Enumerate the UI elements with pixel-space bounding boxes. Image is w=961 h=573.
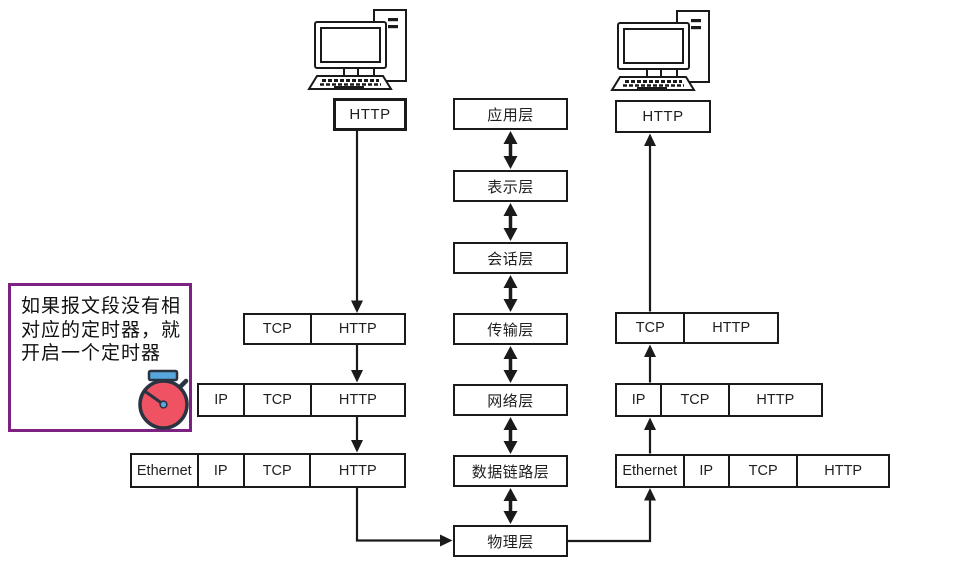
right-frame-row-ethernet: Ethernet IP TCP HTTP	[615, 454, 890, 488]
left-frame-row-ip: IP TCP HTTP	[197, 383, 406, 417]
protocol-cell-http: HTTP	[338, 462, 377, 479]
protocol-cell-tcp: TCP	[617, 314, 686, 342]
stopwatch-icon	[138, 369, 189, 430]
protocol-cell-http: HTTP	[824, 463, 863, 479]
osi-layer-datalink: 数据链路层	[453, 455, 568, 487]
protocol-cell-ip: IP	[685, 456, 730, 486]
left-frame-row-ethernet: Ethernet IP TCP HTTP	[130, 453, 406, 488]
left-down-arrows	[351, 131, 453, 547]
protocol-cell-http: HTTP	[338, 321, 377, 337]
protocol-cell-tcp: TCP	[730, 456, 799, 486]
protocol-cell-ip: IP	[199, 385, 246, 415]
protocol-cell-tcp: TCP	[245, 315, 312, 343]
protocol-cell-http: HTTP	[338, 392, 377, 408]
left-http-box: HTTP	[333, 98, 407, 131]
protocol-cell-tcp: TCP	[245, 455, 312, 486]
osi-layer-network: 网络层	[453, 384, 568, 416]
right-up-arrows	[567, 133, 656, 543]
right-frame-row-ip: IP TCP HTTP	[615, 383, 823, 417]
timer-note-text: 如果报文段没有相对应的定时器，就开启一个定时器	[21, 295, 182, 364]
osi-layer-transport: 传输层	[453, 313, 568, 345]
osi-double-arrows	[503, 131, 518, 524]
protocol-cell-tcp: TCP	[662, 385, 730, 415]
osi-layer-application: 应用层	[453, 98, 568, 130]
protocol-cell-ethernet: Ethernet	[132, 455, 199, 486]
osi-layer-presentation: 表示层	[453, 170, 568, 202]
osi-layer-session: 会话层	[453, 242, 568, 274]
protocol-cell-http: HTTP	[712, 320, 751, 336]
right-frame-row-tcp: TCP HTTP	[615, 312, 779, 344]
right-http-box: HTTP	[615, 100, 711, 133]
protocol-cell-http: HTTP	[756, 392, 795, 408]
timer-note-box: 如果报文段没有相对应的定时器，就开启一个定时器	[8, 283, 192, 432]
protocol-cell-ip: IP	[617, 385, 663, 415]
protocol-cell-ip: IP	[199, 455, 245, 486]
desktop-computer-icon-right	[610, 9, 711, 92]
protocol-cell-tcp: TCP	[245, 385, 312, 415]
left-frame-row-tcp: TCP HTTP	[243, 313, 406, 345]
protocol-cell-ethernet: Ethernet	[617, 456, 685, 486]
osi-layer-physical: 物理层	[453, 525, 568, 557]
desktop-computer-icon-left	[307, 8, 408, 91]
